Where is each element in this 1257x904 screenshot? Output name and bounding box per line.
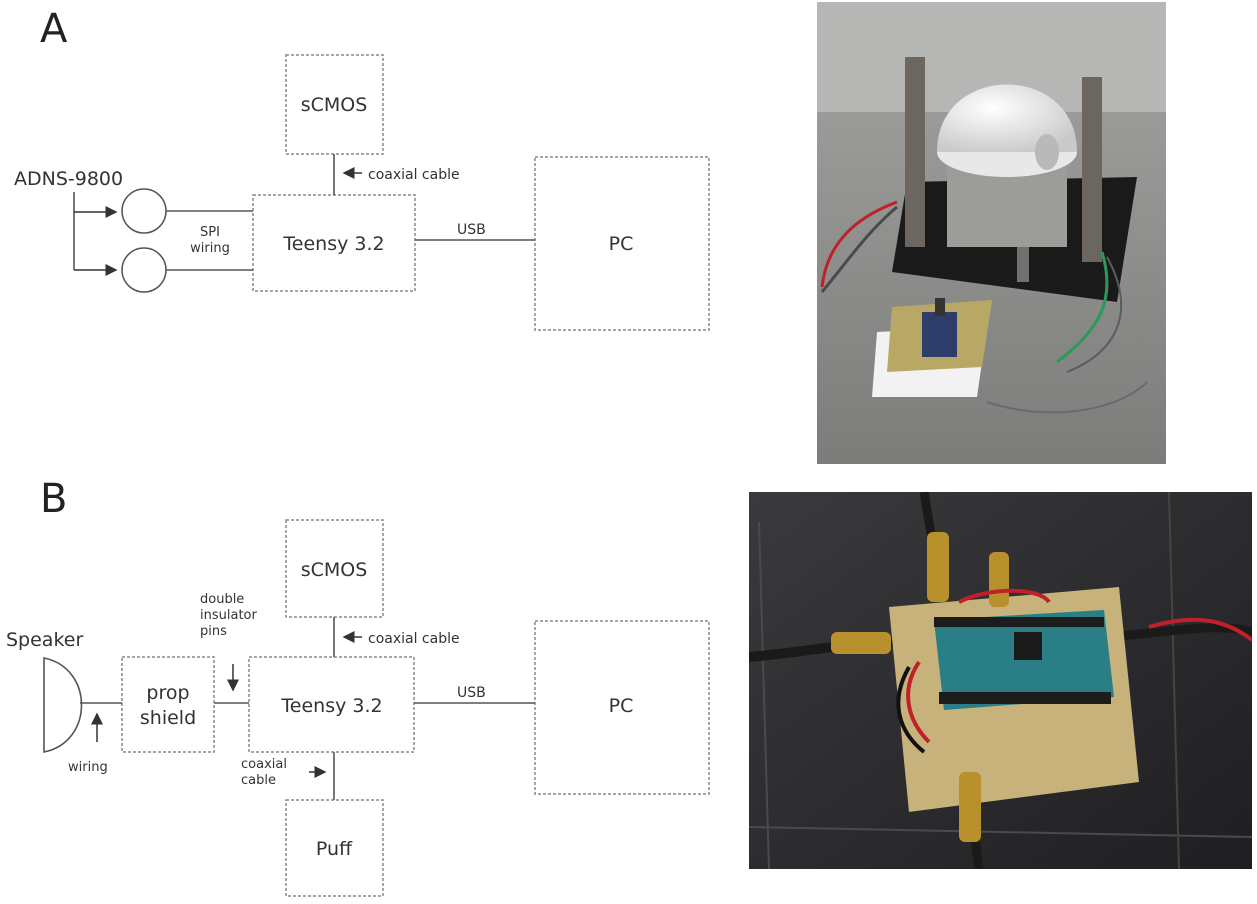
panel-b-letter: B bbox=[40, 476, 68, 522]
panel-a-pc-box bbox=[534, 156, 710, 331]
panel-a-spi-label-1: SPI bbox=[200, 225, 220, 240]
panel-b-prop-label-1: prop bbox=[146, 682, 189, 704]
panel-a-sensor-2 bbox=[121, 247, 167, 293]
panel-a-letter: A bbox=[40, 6, 68, 52]
panel-b-usb-label: USB bbox=[457, 685, 486, 701]
photo-ball-setup bbox=[817, 2, 1166, 464]
panel-b-pc-label: PC bbox=[609, 695, 634, 717]
panel-a-coax-label: coaxial cable bbox=[368, 167, 460, 183]
panel-b-teensy-label: Teensy 3.2 bbox=[280, 695, 382, 717]
panel-b-prop-label-2: shield bbox=[140, 707, 196, 729]
panel-b-coax-bottom-label-2: cable bbox=[241, 773, 276, 788]
photo-teensy-board bbox=[749, 492, 1252, 869]
panel-b-prop-shield-box bbox=[121, 656, 215, 753]
panel-b-wiring-label: wiring bbox=[68, 760, 108, 775]
panel-b-diagram: sCMOS Teensy 3.2 PC prop shield Puff coa… bbox=[6, 519, 710, 897]
panel-b-coax-bottom-label-1: coaxial bbox=[241, 757, 287, 772]
panel-a-usb-label: USB bbox=[457, 222, 486, 238]
panel-b-coax-top-label: coaxial cable bbox=[368, 631, 460, 647]
panel-a-pc-label: PC bbox=[609, 233, 634, 255]
panel-b-pins-label-3: pins bbox=[200, 624, 227, 639]
panel-b-pins-label-1: double bbox=[200, 592, 244, 607]
panel-a-sensor-label: ADNS-9800 bbox=[14, 168, 123, 190]
panel-b-pc-box bbox=[534, 620, 710, 795]
panel-b-scmos-label: sCMOS bbox=[301, 559, 368, 581]
panel-b-teensy-box bbox=[248, 656, 415, 753]
panel-b-pins-label-2: insulator bbox=[200, 608, 257, 623]
panel-b-puff-box bbox=[285, 799, 384, 897]
panel-a-sensor-1 bbox=[121, 188, 167, 234]
panel-a-scmos-box bbox=[285, 54, 384, 155]
panel-a-teensy-label: Teensy 3.2 bbox=[282, 233, 384, 255]
panel-a-scmos-label: sCMOS bbox=[301, 94, 368, 116]
panel-b-speaker-label: Speaker bbox=[6, 629, 83, 651]
panel-a-diagram: sCMOS Teensy 3.2 PC coaxial cable USB AD… bbox=[14, 54, 710, 331]
panel-a-spi-label-2: wiring bbox=[190, 241, 230, 256]
panel-b-puff-label: Puff bbox=[316, 838, 353, 860]
speaker-icon bbox=[43, 657, 83, 753]
